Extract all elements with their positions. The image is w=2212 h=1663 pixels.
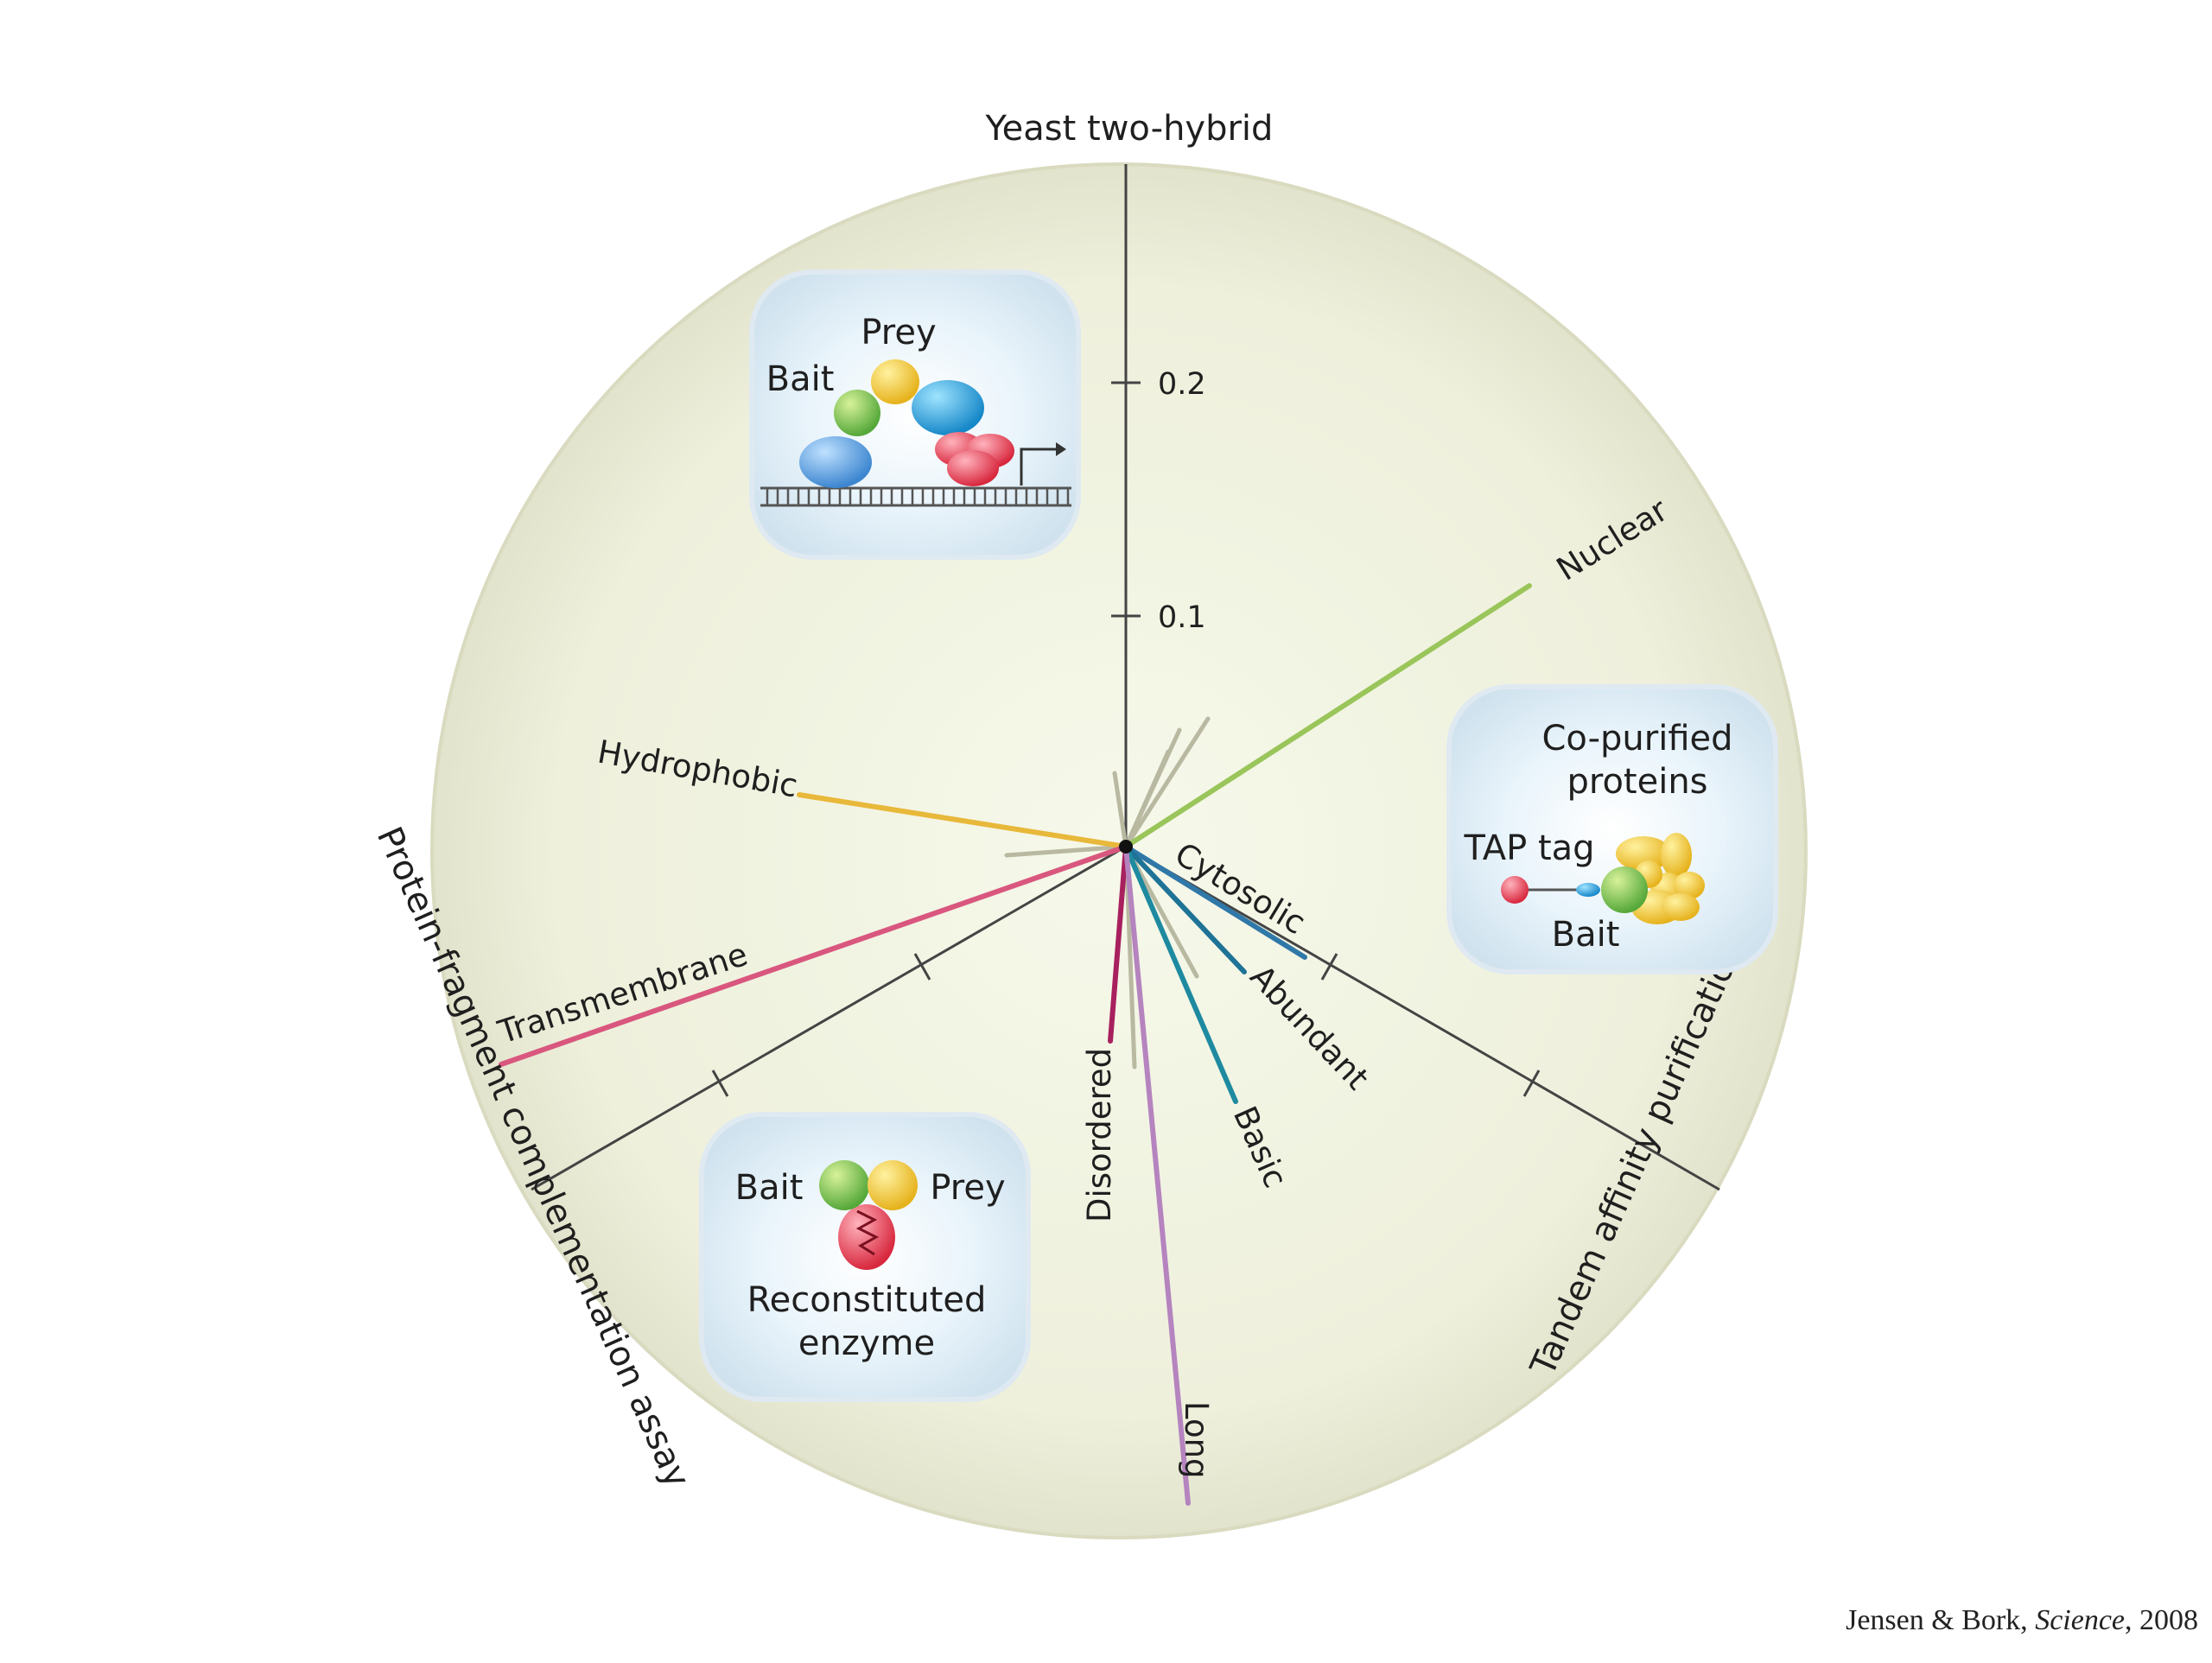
line-nuclear bbox=[1123, 583, 1532, 849]
y2h-prey-label: Prey bbox=[861, 313, 936, 352]
property-lines bbox=[499, 583, 1532, 1506]
pca-enzyme-line1: Reconstituted bbox=[747, 1280, 987, 1320]
line-hydrophobic bbox=[797, 792, 1128, 849]
method-axes bbox=[531, 164, 1720, 1191]
inset-tandem-affinity: Co-purified proteins TAP tag Bait bbox=[1446, 684, 1778, 974]
axis-tandem-affinity bbox=[1125, 845, 1720, 1191]
line-abundant bbox=[1123, 844, 1247, 974]
dna-rungs bbox=[766, 488, 1070, 505]
dna-binding-protein bbox=[799, 436, 872, 488]
citation-journal: Science bbox=[2035, 1604, 2125, 1636]
origin-point bbox=[1119, 840, 1133, 854]
tick-label-0-2: 0.2 bbox=[1158, 367, 1206, 402]
tap-copurified-line2: proteins bbox=[1567, 762, 1707, 802]
citation-authors: Jensen & Bork, bbox=[1846, 1604, 2035, 1636]
tick-mark-pca-01 bbox=[913, 953, 931, 981]
tap-bait-label: Bait bbox=[1552, 915, 1620, 955]
label-disordered: Disordered bbox=[1081, 1048, 1118, 1222]
line-cytosolic bbox=[1123, 844, 1307, 960]
inset-yeast-two-hybrid: Prey Bait bbox=[749, 270, 1081, 560]
label-long: Long bbox=[1178, 1401, 1215, 1479]
pca-bait-protein bbox=[819, 1160, 869, 1210]
line-long bbox=[1123, 844, 1191, 1506]
tap-bait-protein bbox=[1601, 866, 1648, 913]
tap-tag-bead bbox=[1501, 876, 1529, 904]
prey-protein bbox=[871, 359, 919, 404]
pca-prey-protein bbox=[868, 1160, 918, 1210]
bait-protein bbox=[834, 390, 880, 436]
y2h-bait-label: Bait bbox=[766, 359, 835, 399]
citation-year: , 2008 bbox=[2125, 1604, 2198, 1636]
axis-title-yeast-two-hybrid: Yeast two-hybrid bbox=[985, 109, 1274, 149]
pca-enzyme-line2: enzyme bbox=[798, 1323, 935, 1363]
citation: Jensen & Bork, Science, 2008 bbox=[1846, 1604, 2198, 1636]
dna-strand bbox=[760, 486, 1071, 507]
tick-mark-pca-02 bbox=[711, 1070, 729, 1097]
line-basic bbox=[1123, 844, 1238, 1104]
line-disordered bbox=[1108, 844, 1128, 1044]
tap-tag-label: TAP tag bbox=[1463, 828, 1594, 868]
tick-mark-tap-02 bbox=[1522, 1070, 1541, 1097]
pca-prey-label: Prey bbox=[930, 1168, 1005, 1208]
inset-protein-fragment: Bait Prey Reconstituted enzyme bbox=[699, 1112, 1031, 1402]
tap-copurified-line1: Co-purified bbox=[1541, 719, 1732, 759]
reconstituted-enzyme bbox=[838, 1204, 895, 1270]
transcription-arrow-icon bbox=[1020, 447, 1056, 486]
tap-linker-domain bbox=[1576, 883, 1600, 897]
line-transmembrane bbox=[499, 844, 1128, 1067]
pca-bait-label: Bait bbox=[735, 1168, 804, 1208]
tick-mark-tap-01 bbox=[1320, 953, 1338, 981]
activation-domain bbox=[912, 380, 984, 435]
axis-protein-fragment bbox=[531, 845, 1127, 1191]
tick-label-0-1: 0.1 bbox=[1158, 600, 1206, 635]
